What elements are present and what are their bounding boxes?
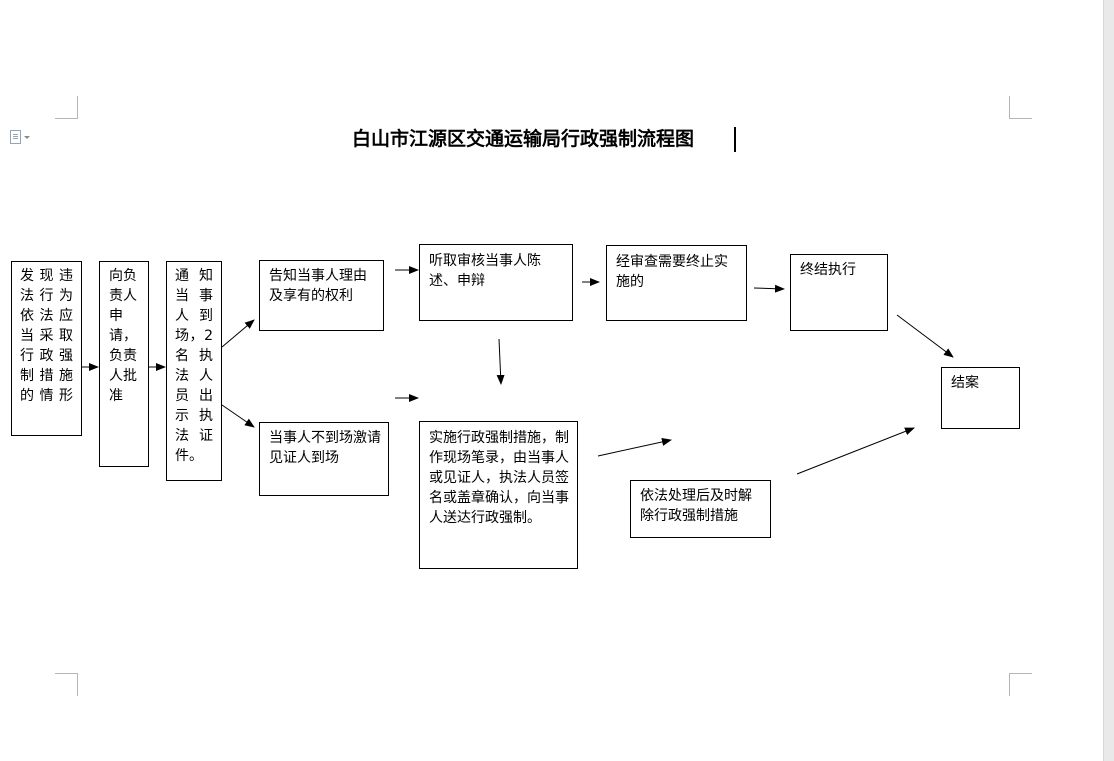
box-discover-line: 当采取: [20, 328, 73, 344]
box-apply-line: 责人: [109, 288, 137, 304]
box-close-case-text: 结案: [951, 375, 979, 391]
box-apply-line: 人批: [109, 368, 137, 384]
box-discover: 发现违 法行为 依法应 当采取 行政强 制措施 的情形: [11, 261, 82, 436]
box-hear-text: 听取审核当事人陈述、申辩: [429, 253, 541, 289]
box-notify-line: 示 执: [175, 408, 213, 424]
crop-mark-bottom-right: [1009, 673, 1032, 696]
document-options-icon[interactable]: [10, 129, 40, 145]
box-notify-line: 人 到: [175, 308, 213, 324]
box-discover-line: 行政强: [20, 348, 73, 364]
arrow-hear-down: [496, 338, 505, 385]
box-implement: 实施行政强制措施，制作现场笔录，由当事人或见证人，执法人员签名或盖章确认，向当事…: [419, 421, 578, 569]
box-close-case: 结案: [941, 367, 1020, 429]
box-inform-rights-text: 告知当事人理由及享有的权利: [269, 268, 367, 304]
crop-mark-top-right: [1009, 96, 1032, 119]
arrow-release-to-close: [796, 427, 915, 475]
box-apply-line: 准: [109, 388, 123, 404]
box-apply-line: 负责: [109, 348, 137, 364]
arrow-notify-to-absent: [221, 404, 255, 428]
box-discover-line: 的情形: [20, 388, 73, 404]
box-discover-line: 法行为: [20, 288, 73, 304]
page-title: 白山市江源区交通运输局行政强制流程图: [352, 128, 695, 150]
box-notify-line: 名 执: [175, 348, 213, 364]
box-discover-line: 制措施: [20, 368, 73, 384]
arrow-review-to-end: [753, 284, 785, 293]
box-review-stop-text: 经审查需要终止实施的: [616, 254, 728, 290]
box-notify-line: 法 证: [175, 428, 213, 444]
box-discover-line: 发现违: [20, 268, 73, 284]
box-release: 依法处理后及时解除行政强制措施: [630, 480, 771, 538]
box-notify-line: 法 人: [175, 368, 213, 384]
box-apply-line: 申: [109, 308, 123, 324]
box-inform-rights: 告知当事人理由及享有的权利: [259, 260, 384, 331]
box-notify: 通 知 当 事 人 到 场，2 名 执 法 人 员 出 示 执 法 证 件。: [166, 261, 222, 481]
box-absent: 当事人不到场激请见证人到场: [259, 422, 389, 496]
box-notify-line: 当 事: [175, 288, 213, 304]
crop-mark-bottom-left: [55, 673, 78, 696]
box-apply-line: 向负: [109, 268, 137, 284]
arrow-implement-up: [597, 438, 672, 457]
chevron-down-icon: [24, 135, 30, 139]
box-discover-line: 依法应: [20, 308, 73, 324]
box-notify-line: 件。: [175, 448, 203, 464]
vertical-scrollbar[interactable]: [1103, 0, 1114, 761]
box-notify-line: 场，2: [175, 328, 213, 344]
box-implement-text: 实施行政强制措施，制作现场笔录，由当事人或见证人，执法人员签名或盖章确认，向当事…: [429, 430, 569, 526]
box-end-execution-text: 终结执行: [800, 262, 856, 278]
box-review-stop: 经审查需要终止实施的: [606, 245, 747, 321]
box-hear: 听取审核当事人陈述、申辩: [419, 244, 573, 321]
box-absent-text: 当事人不到场激请见证人到场: [269, 430, 381, 466]
document-icon: [10, 130, 21, 144]
box-notify-line: 通 知: [175, 268, 213, 284]
box-release-text: 依法处理后及时解除行政强制措施: [640, 488, 752, 524]
box-end-execution: 终结执行: [790, 254, 888, 331]
box-notify-line: 员 出: [175, 388, 213, 404]
arrow-end-to-close: [896, 314, 954, 358]
arrow-notify-to-inform: [221, 319, 255, 348]
crop-mark-top-left: [55, 96, 78, 119]
text-cursor: [734, 127, 736, 152]
box-apply-line: 请，: [109, 328, 137, 344]
box-apply: 向负 责人 申 请， 负责 人批 准: [99, 261, 149, 467]
